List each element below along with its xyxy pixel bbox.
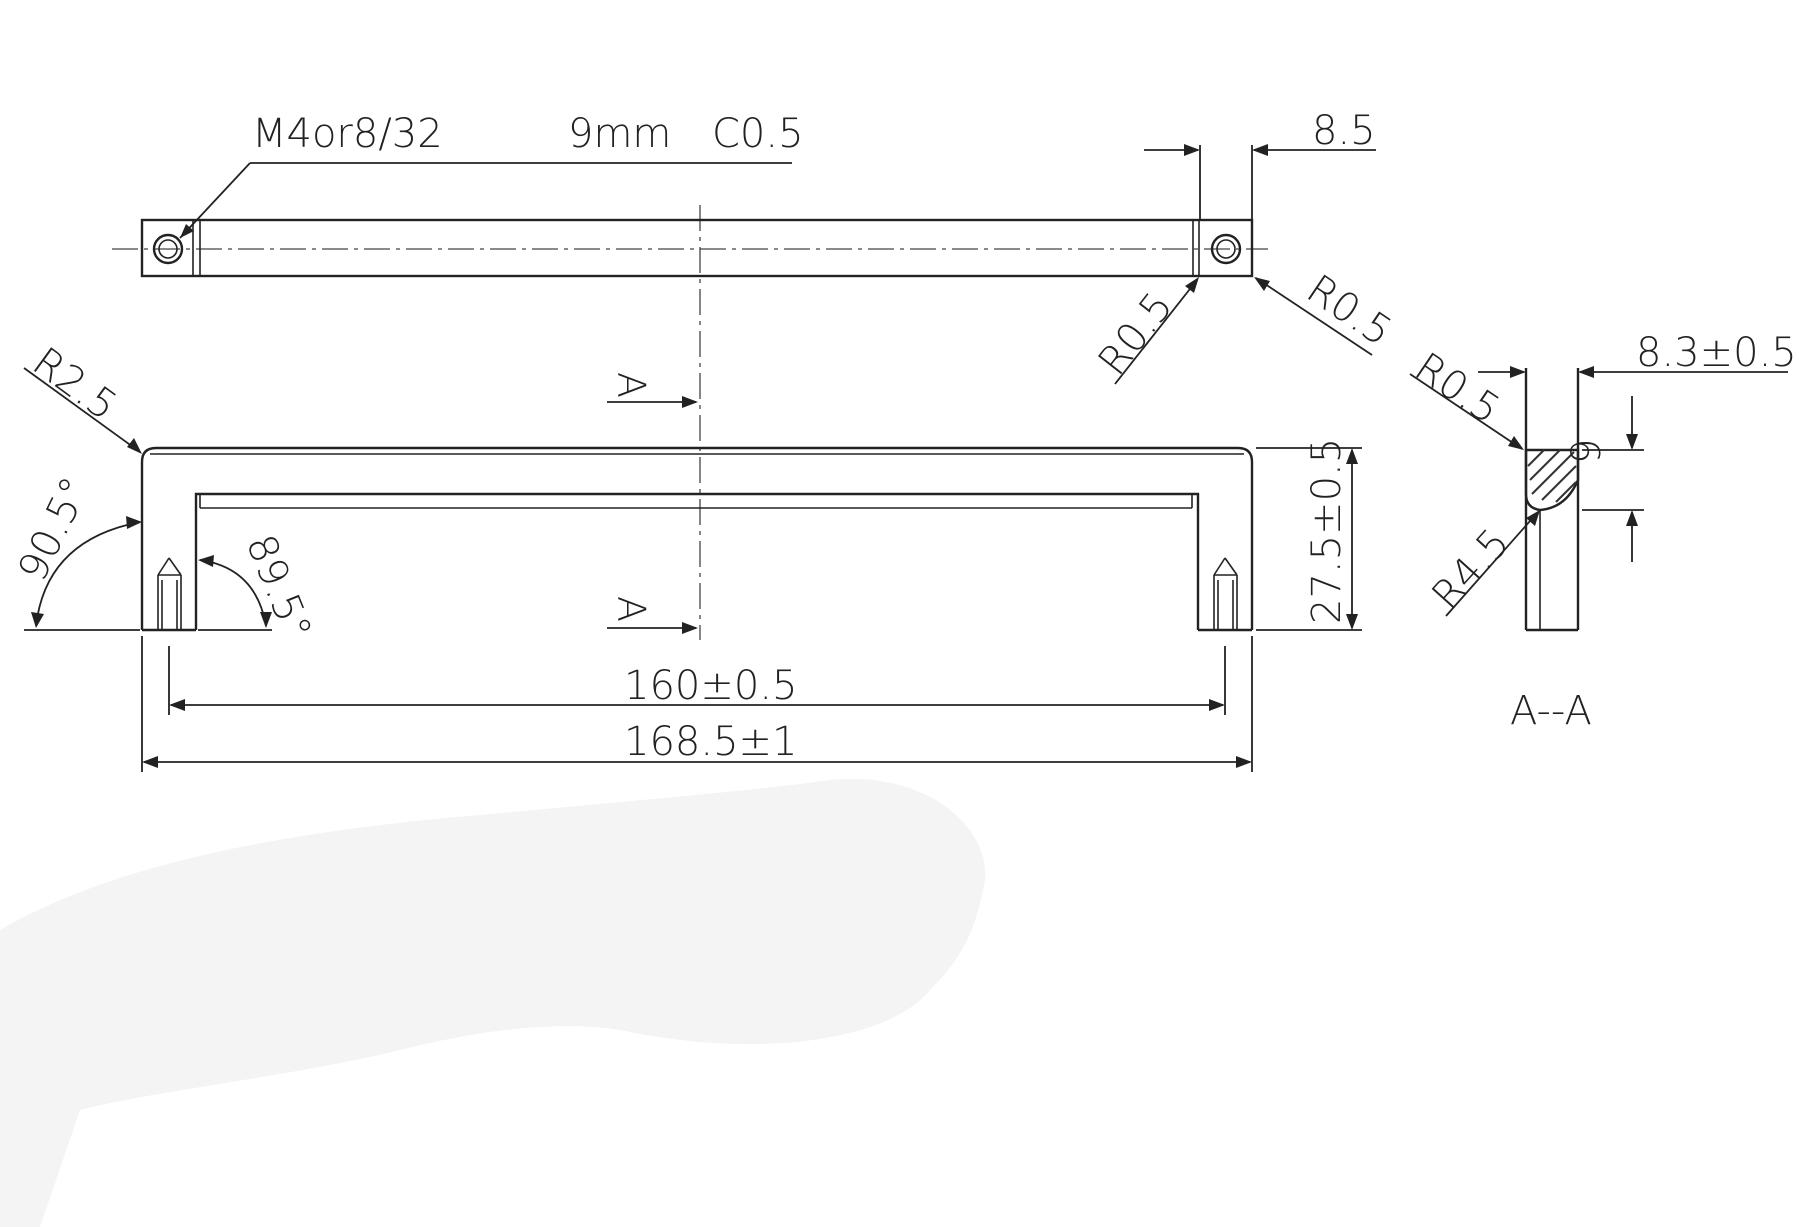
section-hatch — [1527, 449, 1577, 503]
handle-inner-profile — [194, 492, 1200, 630]
section-title: A--A — [1510, 688, 1592, 734]
left-hole — [152, 233, 184, 265]
height-label: 27.5±0.5 — [1304, 438, 1350, 624]
depth-label: 9mm — [568, 111, 671, 157]
section-mark-top: A — [609, 372, 653, 398]
section-height-label: 9 — [1564, 439, 1610, 464]
section-width-label: 8.3±0.5 — [1636, 330, 1797, 376]
right-thread-hole — [1213, 557, 1238, 630]
chamfer-label: C0.5 — [712, 111, 804, 157]
top-view: M4or8/32 9mm C0.5 8.5 R0.5 R0.5 — [112, 108, 1400, 640]
hole-spacing-label: 160±0.5 — [624, 663, 797, 709]
section-view: 8.3±0.5 R0.5 9 R4.5 A--A — [1406, 330, 1796, 734]
background-smudge — [0, 778, 986, 1227]
end-radius-left-label: R0.5 — [1090, 284, 1183, 384]
angle-outer-label: 90.5° — [10, 470, 99, 588]
section-radius-small-label: R0.5 — [1406, 344, 1508, 433]
section-radius-large-label: R4.5 — [1423, 520, 1518, 619]
front-view: A A R2.5 90.5° 89.5° 27.5±0.5 160±0. — [10, 339, 1362, 772]
left-thread-hole — [157, 557, 182, 630]
handle-outer-profile — [140, 446, 1254, 630]
right-hole — [1210, 233, 1242, 265]
corner-radius-label: R2.5 — [24, 339, 125, 430]
overall-length-label: 168.5±1 — [624, 719, 797, 765]
top-bar-body — [140, 218, 1254, 278]
section-profile — [1524, 448, 1580, 512]
thread-spec-label: M4or8/32 — [252, 111, 443, 157]
section-mark-bottom: A — [609, 596, 653, 622]
end-width-label: 8.5 — [1312, 108, 1376, 154]
end-radius-right-label: R0.5 — [1298, 266, 1400, 355]
